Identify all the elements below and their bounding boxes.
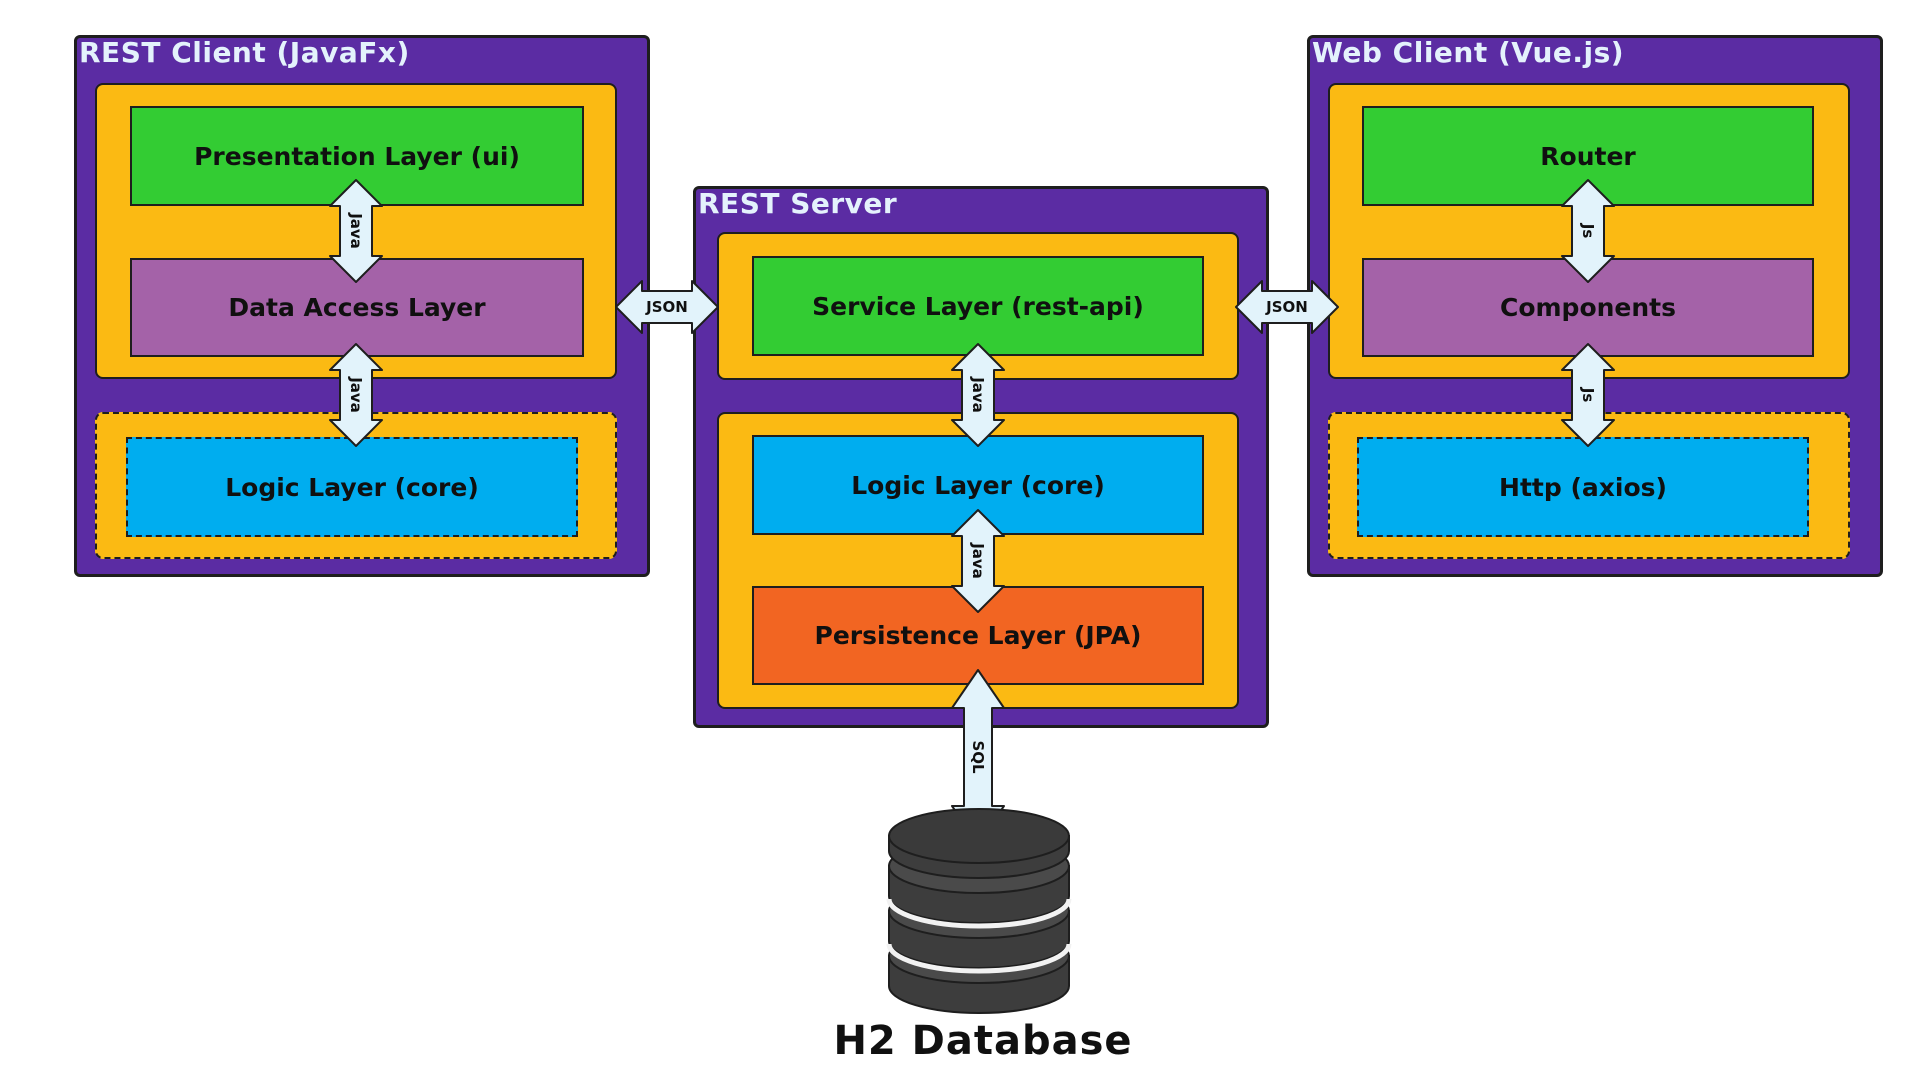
database-icon (886, 808, 1072, 1014)
arrow-web-router-components-label: Js (1579, 223, 1597, 239)
arrow-server-service-logic-label: Java (969, 376, 987, 413)
web-client-http: Http (axios) (1357, 437, 1809, 537)
arrow-web-router-components: Js (1561, 179, 1615, 283)
web-client-title: Web Client (Vue.js) (1312, 36, 1625, 69)
arrow-json-server-web-label: JSON (1265, 298, 1308, 316)
arrow-json-client-server: JSON (615, 280, 719, 334)
arrow-server-logic-persistence: Java (951, 509, 1005, 613)
database-label: H2 Database (833, 1018, 1133, 1064)
arrow-json-server-web: JSON (1235, 280, 1339, 334)
arrow-client-ui-dal-label: Java (347, 212, 365, 249)
arrow-client-ui-dal: Java (329, 179, 383, 283)
arrow-server-logic-persistence-label: Java (969, 542, 987, 579)
rest-client-title: REST Client (JavaFx) (79, 36, 410, 69)
arrow-server-service-logic: Java (951, 343, 1005, 447)
rest-server-service-layer: Service Layer (rest-api) (752, 256, 1204, 356)
rest-client-logic-layer: Logic Layer (core) (126, 437, 578, 537)
rest-server-title: REST Server (698, 187, 898, 220)
arrow-client-dal-logic: Java (329, 343, 383, 447)
arrow-client-dal-logic-label: Java (347, 376, 365, 413)
rest-server-persistence-layer: Persistence Layer (JPA) (752, 586, 1204, 685)
arrow-web-components-http: Js (1561, 343, 1615, 447)
arrow-json-client-server-label: JSON (645, 298, 688, 316)
arrow-sql-persistence-db: SQL (951, 669, 1005, 845)
arrow-web-components-http-label: Js (1579, 387, 1597, 403)
arrow-sql-label: SQL (969, 740, 987, 774)
